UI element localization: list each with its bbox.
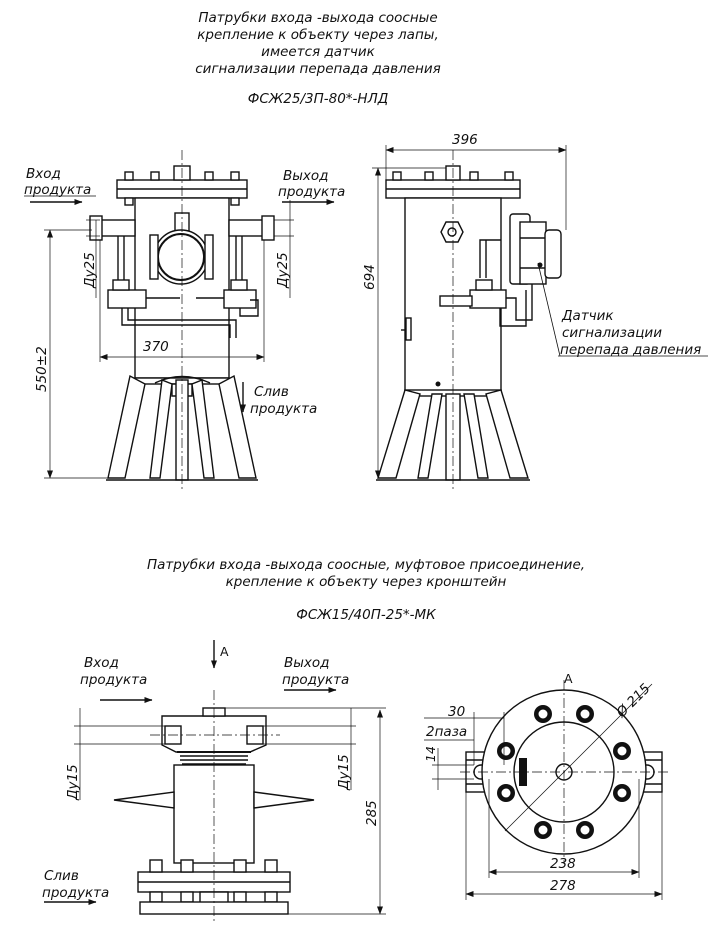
bottom-du-left: Ду15 bbox=[65, 764, 81, 801]
top-dim-694: 694 bbox=[362, 264, 378, 290]
bottom-dim-285: 285 bbox=[364, 800, 380, 826]
sensor-label-3: перепада давления bbox=[560, 342, 701, 358]
view-a-label: А bbox=[564, 671, 573, 686]
bottom-outlet-label-2: продукта bbox=[282, 672, 349, 688]
bracket-right bbox=[253, 791, 315, 809]
bolt-holes bbox=[497, 705, 631, 839]
top-outlet-label-2: продукта bbox=[278, 184, 345, 200]
view-a: А Ø 215 3 bbox=[423, 671, 668, 900]
sensor-label-1: Датчик bbox=[561, 308, 614, 324]
view-a-slot-note: 2паза bbox=[426, 724, 467, 740]
support-legs bbox=[106, 374, 258, 481]
top-caption-line-1: Патрубки входа -выхода соосные bbox=[198, 10, 437, 26]
bottom-du-right: Ду15 bbox=[336, 754, 352, 791]
top-drain-label-1: Слив bbox=[254, 384, 289, 400]
flange-bolts bbox=[124, 165, 240, 206]
top-outlet-label-1: Выход bbox=[283, 168, 329, 184]
top-drain-label-2: продукта bbox=[250, 401, 317, 417]
top-inlet-label-1: Вход bbox=[26, 166, 61, 182]
right-gauge-fitting bbox=[223, 289, 257, 309]
bottom-front-view: А Вход продукта bbox=[42, 640, 386, 922]
bottom-model-label: ФСЖ15/40П-25*-МК bbox=[296, 607, 437, 623]
bracket-left bbox=[113, 791, 175, 809]
top-dim-396: 396 bbox=[452, 132, 478, 148]
view-a-dim-238: 238 bbox=[550, 856, 576, 872]
bottom-drain-label-1: Слив bbox=[44, 868, 79, 884]
view-a-dim-215: Ø 215 bbox=[613, 681, 654, 722]
view-a-dim-30: 30 bbox=[448, 704, 465, 720]
top-inlet-label-2: продукта bbox=[24, 182, 91, 198]
inspection-port bbox=[153, 229, 209, 285]
hex-nut bbox=[440, 221, 464, 243]
top-caption: Патрубки входа -выхода соосные крепление… bbox=[195, 10, 441, 107]
top-caption-line-2: крепление к объекту через лапы, bbox=[197, 27, 438, 43]
bottom-inlet-label-2: продукта bbox=[80, 672, 147, 688]
top-caption-line-3: имеется датчик bbox=[261, 44, 375, 60]
top-dim-370: 370 bbox=[143, 339, 169, 355]
sensor-label-2: сигнализации bbox=[562, 325, 662, 341]
pressure-sensor bbox=[509, 213, 562, 285]
view-a-arrow-label: А bbox=[220, 644, 229, 659]
top-model-label: ФСЖ25/3П-80*-НЛД bbox=[248, 91, 389, 107]
inlet-pipe bbox=[99, 219, 136, 237]
outlet-pipe bbox=[228, 219, 265, 237]
top-caption-line-4: сигнализации перепада давления bbox=[195, 61, 441, 77]
view-a-dim-14: 14 bbox=[423, 746, 438, 762]
top-dim-550: 550±2 bbox=[34, 346, 50, 392]
bottom-caption-line-1: Патрубки входа -выхода соосные, муфтовое… bbox=[147, 557, 585, 573]
bottom-caption-line-2: крепление к объекту через кронштейн bbox=[226, 574, 507, 590]
bottom-caption: Патрубки входа -выхода соосные, муфтовое… bbox=[147, 557, 585, 623]
view-a-dim-278: 278 bbox=[550, 878, 576, 894]
top-side-view: 396 694 Датчик сигнализации перепада дав… bbox=[362, 132, 708, 490]
bottom-inlet-label-1: Вход bbox=[84, 655, 119, 671]
bottom-drain-label-2: продукта bbox=[42, 885, 109, 901]
bottom-outlet-label-1: Выход bbox=[284, 655, 330, 671]
top-du-left: Ду25 bbox=[82, 252, 98, 289]
top-front-view: Вход продукта Выход продукта Ду25 Ду25 3… bbox=[24, 150, 345, 490]
top-du-right: Ду25 bbox=[275, 252, 291, 289]
left-gauge-fitting bbox=[107, 289, 147, 309]
